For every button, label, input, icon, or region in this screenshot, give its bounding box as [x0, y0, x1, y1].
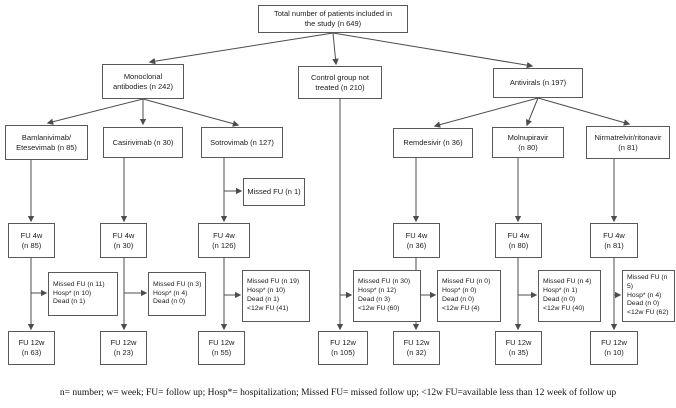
fu12w-molnupiravir-box: FU 12w (n 35)	[495, 331, 542, 365]
dropout-remdesivir-box: Missed FU (n 0) Hosp* (n 0) Dead (n 0) <…	[437, 270, 501, 322]
fu12w-bamlanivimab-box: FU 12w (n 63)	[8, 331, 55, 365]
control-group-box: Control group not treated (n 210)	[298, 66, 382, 99]
bamlanivimab-etesevimab-box: Bamlanivimab/ Etesevimab (n 85)	[5, 125, 88, 160]
dropout-bamlanivimab-box: Missed FU (n 11) Hosp* (n 10) Dead (n 1)	[48, 272, 118, 316]
fu4w-nirmatrelvir-box: FU 4w (n 81)	[590, 223, 638, 258]
remdesivir-box: Remdesivir (n 36)	[393, 128, 473, 158]
fu12w-nirmatrelvir-box: FU 12w (n 10)	[590, 331, 638, 365]
fu12w-control-box: FU 12w (n 105)	[318, 331, 368, 365]
fu12w-remdesivir-box: FU 12w (n 32)	[393, 331, 440, 365]
fu4w-sotrovimab-box: FU 4w (n 126)	[198, 223, 250, 258]
molnupiravir-box: Molnupiravir (n 80)	[492, 127, 564, 158]
dropout-casirivimab-box: Missed FU (n 3) Hosp* (n 4) Dead (n 0)	[148, 272, 206, 316]
sotrovimab-missed-fu-early-box: Missed FU (n 1)	[243, 178, 305, 206]
fu4w-bamlanivimab-box: FU 4w (n 85)	[8, 223, 55, 258]
antivirals-group-box: Antivirals (n 197)	[493, 68, 583, 98]
fu4w-molnupiravir-box: FU 4w (n 80)	[495, 223, 542, 258]
fu12w-sotrovimab-box: FU 12w (n 55)	[198, 331, 245, 365]
dropout-sotrovimab-box: Missed FU (n 19) Hosp* (n 10) Dead (n 1)…	[242, 270, 310, 322]
total-patients-box: Total number of patients included in the…	[258, 5, 408, 33]
sotrovimab-box: Sotrovimab (n 127)	[201, 127, 283, 158]
nirmatrelvir-ritonavir-box: Nirmatrelvir/ritonavir (n 81)	[586, 126, 670, 159]
fu4w-casirivimab-box: FU 4w (n 30)	[100, 223, 147, 258]
dropout-nirmatrelvir-box: Missed FU (n 5) Hosp* (n 4) Dead (n 0) <…	[622, 270, 675, 322]
dropout-molnupiravir-box: Missed FU (n 4) Hosp* (n 1) Dead (n 0) <…	[538, 270, 601, 322]
monoclonal-group-box: Monoclonal antibodies (n 242)	[102, 64, 184, 99]
fu12w-casirivimab-box: FU 12w (n 23)	[100, 331, 147, 365]
fu4w-remdesivir-box: FU 4w (n 36)	[393, 223, 440, 258]
dropout-control-box: Missed FU (n 30) Hosp* (n 12) Dead (n 3)…	[353, 270, 421, 322]
figure-caption: n= number; w= week; FU= follow up; Hosp*…	[59, 388, 617, 398]
casirivimab-box: Casirivimab (n 30)	[103, 127, 183, 158]
